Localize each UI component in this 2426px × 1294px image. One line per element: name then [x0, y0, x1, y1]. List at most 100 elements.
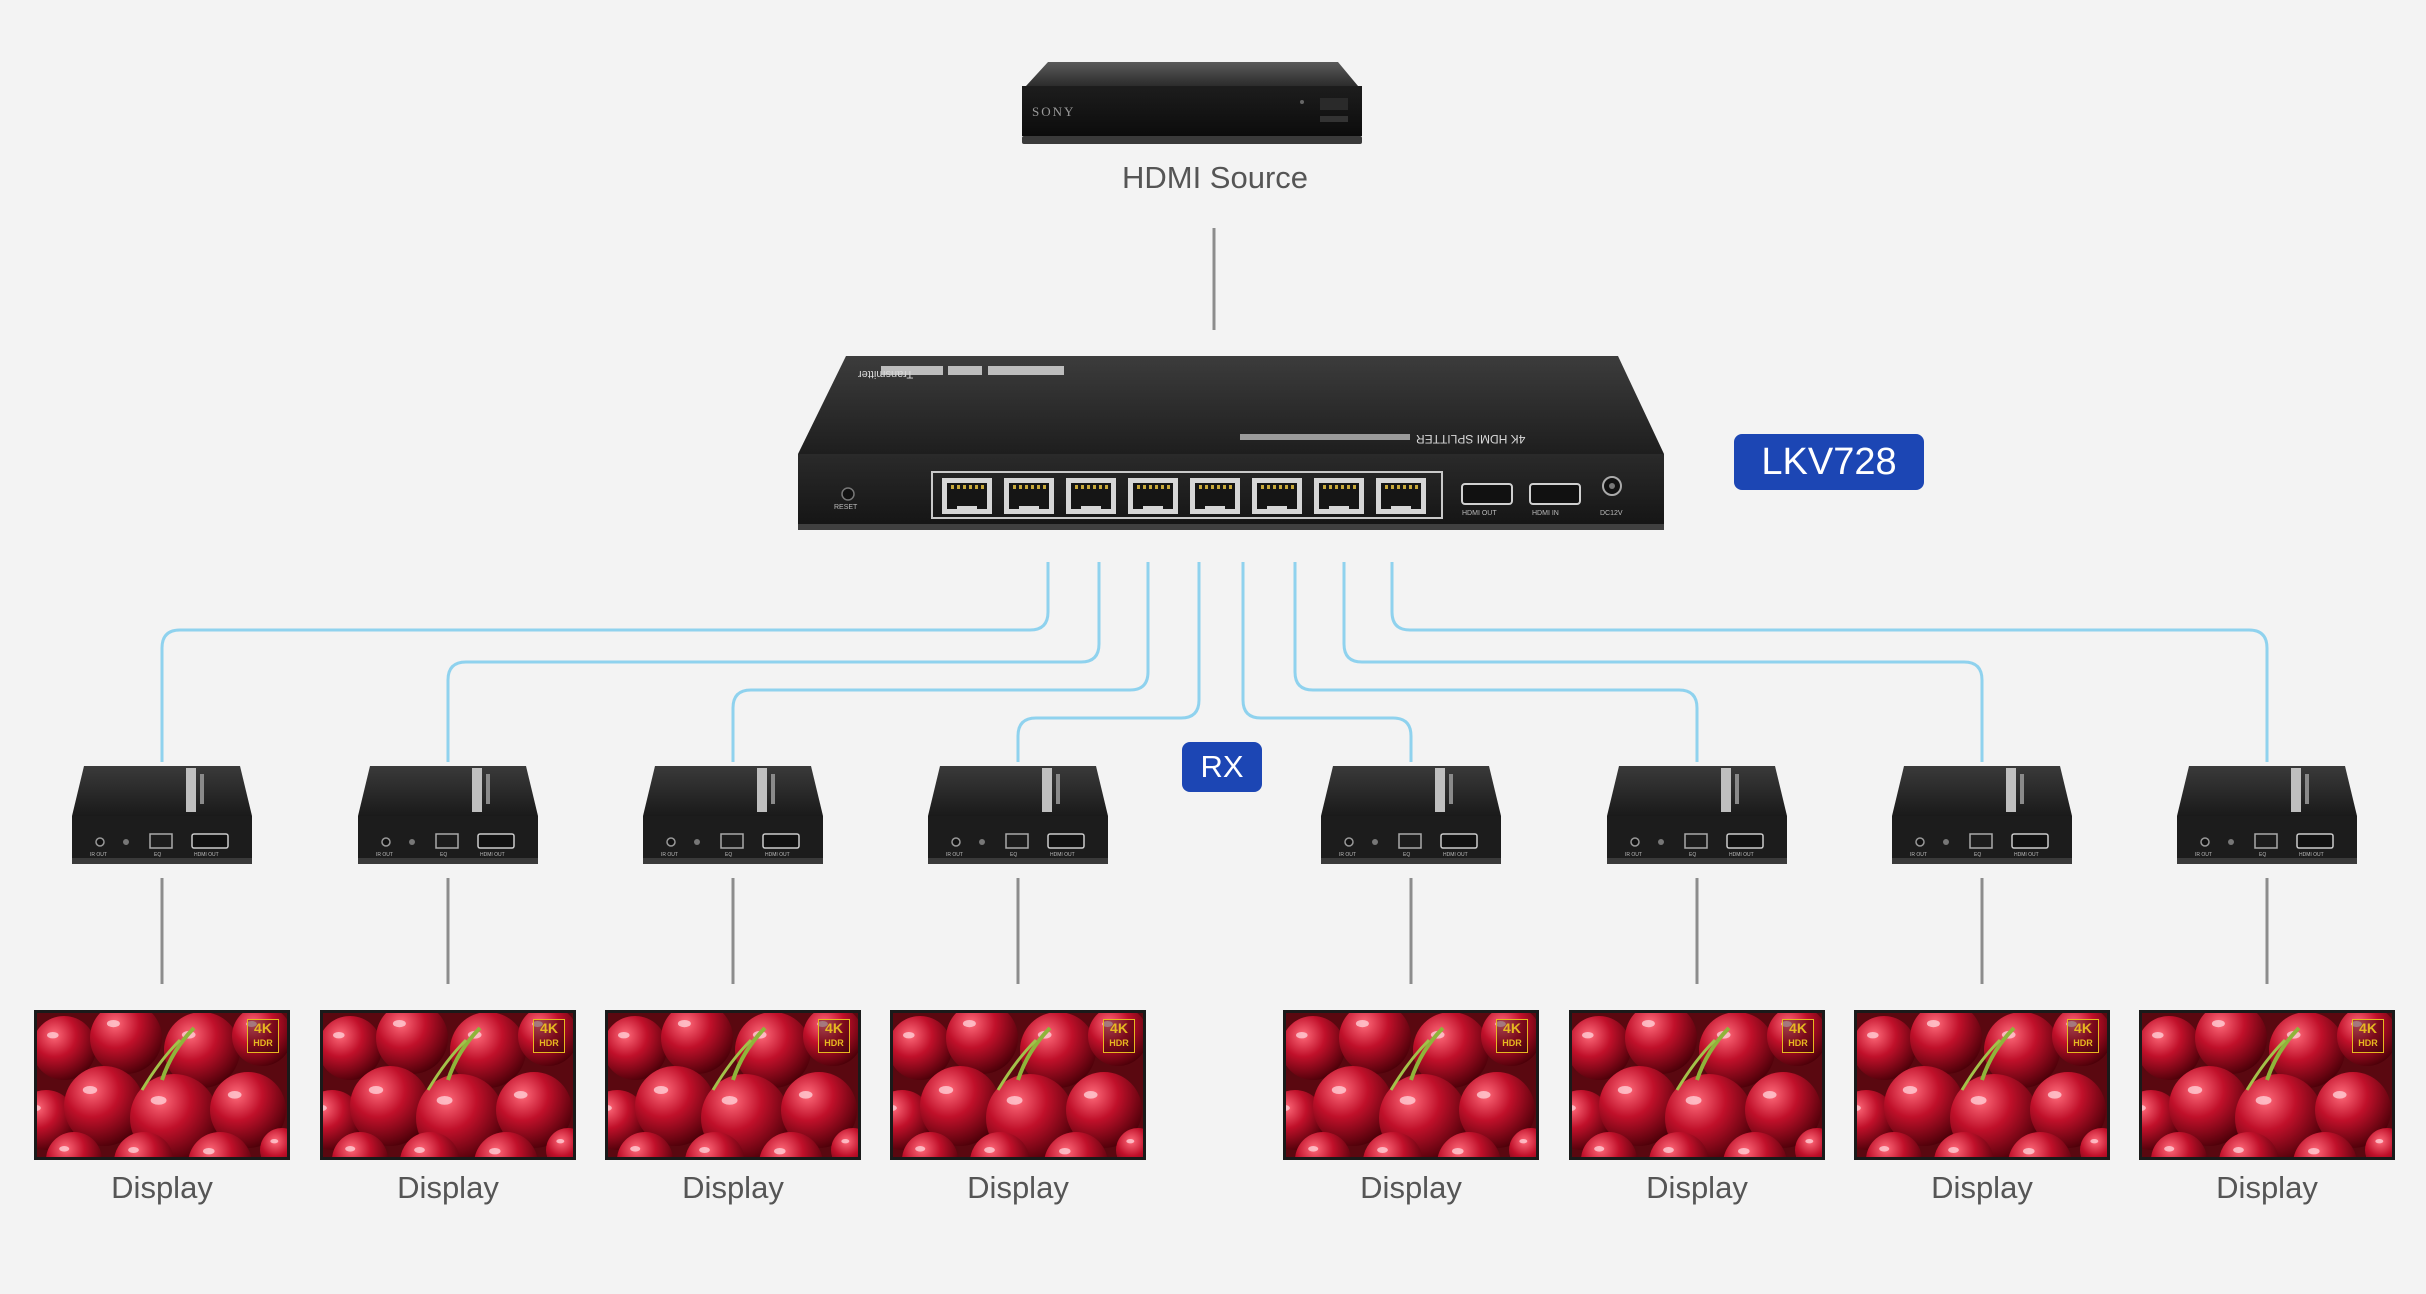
cherries-image	[608, 1013, 858, 1157]
rx-receiver-device: IR OUT EQ HDMI OUT	[2175, 762, 2359, 868]
rx-hdmi-out-port-label: HDMI OUT	[2014, 852, 2039, 858]
cherries-image	[2142, 1013, 2392, 1157]
display-screen: 4K HDR	[1569, 1010, 1825, 1160]
4k-badge-text: 4K	[2359, 1020, 2377, 1036]
cherries-image	[1857, 1013, 2107, 1157]
hdmi-in-port-label: HDMI IN	[1532, 510, 1559, 517]
4k-badge-text: 4K	[1110, 1020, 1128, 1036]
rx-ir-port-label: IR OUT	[90, 852, 107, 858]
rx-hdmi-out-port-label: HDMI OUT	[194, 852, 219, 858]
display-screen: 4K HDR	[320, 1010, 576, 1160]
cherries-image	[1572, 1013, 1822, 1157]
rx-receiver-device: IR OUT EQ HDMI OUT	[1605, 762, 1789, 868]
receiver-box-icon	[72, 766, 252, 864]
rj45-port-icon	[1190, 478, 1240, 514]
rx-receiver-device: IR OUT EQ HDMI OUT	[1890, 762, 2074, 868]
4k-hdr-badge: 4K HDR	[2067, 1019, 2099, 1053]
cat-cable-line	[1241, 562, 1413, 762]
display-label: Display	[682, 1170, 784, 1205]
display-label: Display	[1360, 1170, 1462, 1205]
4k-hdr-badge: 4K HDR	[1496, 1019, 1528, 1053]
rj45-port-icon	[942, 478, 992, 514]
receiver-box-icon	[1892, 766, 2072, 864]
4k-badge-text: 4K	[2074, 1020, 2092, 1036]
4k-hdr-badge: 4K HDR	[1782, 1019, 1814, 1053]
rx-hdmi-out-port-label: HDMI OUT	[1443, 852, 1468, 858]
display-screen: 4K HDR	[1854, 1010, 2110, 1160]
cherries-image	[37, 1013, 287, 1157]
rj45-port-icon	[1252, 478, 1302, 514]
rx-hdmi-out-port-label: HDMI OUT	[1729, 852, 1754, 858]
4k-hdr-badge: 4K HDR	[533, 1019, 565, 1053]
cat-cable-line	[1016, 562, 1201, 762]
display-screen: 4K HDR	[1283, 1010, 1539, 1160]
display-screen: 4K HDR	[2139, 1010, 2395, 1160]
4k-hdr-badge: 4K HDR	[818, 1019, 850, 1053]
display-screen: 4K HDR	[890, 1010, 1146, 1160]
rx-hdmi-out-port-label: HDMI OUT	[2299, 852, 2324, 858]
rx-hdmi-out-port-label: HDMI OUT	[765, 852, 790, 858]
rx-hdmi-out-port-label: HDMI OUT	[1050, 852, 1075, 858]
display-label: Display	[1646, 1170, 1748, 1205]
receiver-box-icon	[643, 766, 823, 864]
display-label: Display	[967, 1170, 1069, 1205]
rx-eq-port-label: EQ	[440, 852, 448, 858]
rx-eq-port-label: EQ	[1689, 852, 1697, 858]
display-label: Display	[397, 1170, 499, 1205]
blu-ray-player-icon	[1022, 62, 1362, 144]
rx-ir-port-label: IR OUT	[946, 852, 963, 858]
receiver-box-icon	[1321, 766, 1501, 864]
display-screen: 4K HDR	[605, 1010, 861, 1160]
hdmi-out-port-label: HDMI OUT	[1462, 510, 1497, 517]
rx-eq-port-label: EQ	[1010, 852, 1018, 858]
rx-receiver-device: IR OUT EQ HDMI OUT	[926, 762, 1110, 868]
hdr-badge-text: HDR	[2358, 1038, 2378, 1048]
4k-badge-text: 4K	[825, 1020, 843, 1036]
rx-eq-port-label: EQ	[2259, 852, 2267, 858]
4k-badge-text: 4K	[254, 1020, 272, 1036]
rx-eq-port-label: EQ	[1403, 852, 1411, 858]
rx-ir-port-label: IR OUT	[1339, 852, 1356, 858]
splitter-box-icon	[798, 356, 1664, 530]
receiver-box-icon	[2177, 766, 2357, 864]
cat-cable-line	[1293, 562, 1699, 762]
rx-ir-port-label: IR OUT	[2195, 852, 2212, 858]
rx-ir-port-label: IR OUT	[1910, 852, 1927, 858]
cat-cable-line	[1342, 562, 1984, 762]
cherries-image	[893, 1013, 1143, 1157]
hdmi-source-device: SONY	[1020, 52, 1364, 152]
hdr-badge-text: HDR	[824, 1038, 844, 1048]
hdr-badge-text: HDR	[1109, 1038, 1129, 1048]
lkv728-model-badge: LKV728	[1734, 434, 1924, 490]
4k-badge-text: 4K	[540, 1020, 558, 1036]
receiver-box-icon	[358, 766, 538, 864]
rj45-port-icon	[1128, 478, 1178, 514]
cat-cable-line	[160, 562, 1050, 762]
hdr-badge-text: HDR	[2073, 1038, 2093, 1048]
cat-cable-line	[731, 562, 1150, 762]
rx-ir-port-label: IR OUT	[661, 852, 678, 858]
rx-eq-port-label: EQ	[1974, 852, 1982, 858]
4k-hdr-badge: 4K HDR	[2352, 1019, 2384, 1053]
splitter-front-text: 4K HDMI SPLITTER	[1416, 432, 1526, 446]
rx-receiver-device: IR OUT EQ HDMI OUT	[1319, 762, 1503, 868]
hdmi-source-label: HDMI Source	[1121, 160, 1309, 195]
rx-eq-port-label: EQ	[154, 852, 162, 858]
rj45-port-icon	[1376, 478, 1426, 514]
hdr-badge-text: HDR	[1502, 1038, 1522, 1048]
rj45-port-icon	[1314, 478, 1364, 514]
rj45-port-icon	[1004, 478, 1054, 514]
hdr-badge-text: HDR	[539, 1038, 559, 1048]
rx-ir-port-label: IR OUT	[1625, 852, 1642, 858]
cat-cable-line	[1390, 562, 2269, 762]
display-label: Display	[1931, 1170, 2033, 1205]
4k-badge-text: 4K	[1503, 1020, 1521, 1036]
cat-cable-line	[446, 562, 1101, 762]
dc-port-label: DC12V	[1600, 510, 1623, 517]
4k-badge-text: 4K	[1789, 1020, 1807, 1036]
hdr-badge-text: HDR	[1788, 1038, 1808, 1048]
